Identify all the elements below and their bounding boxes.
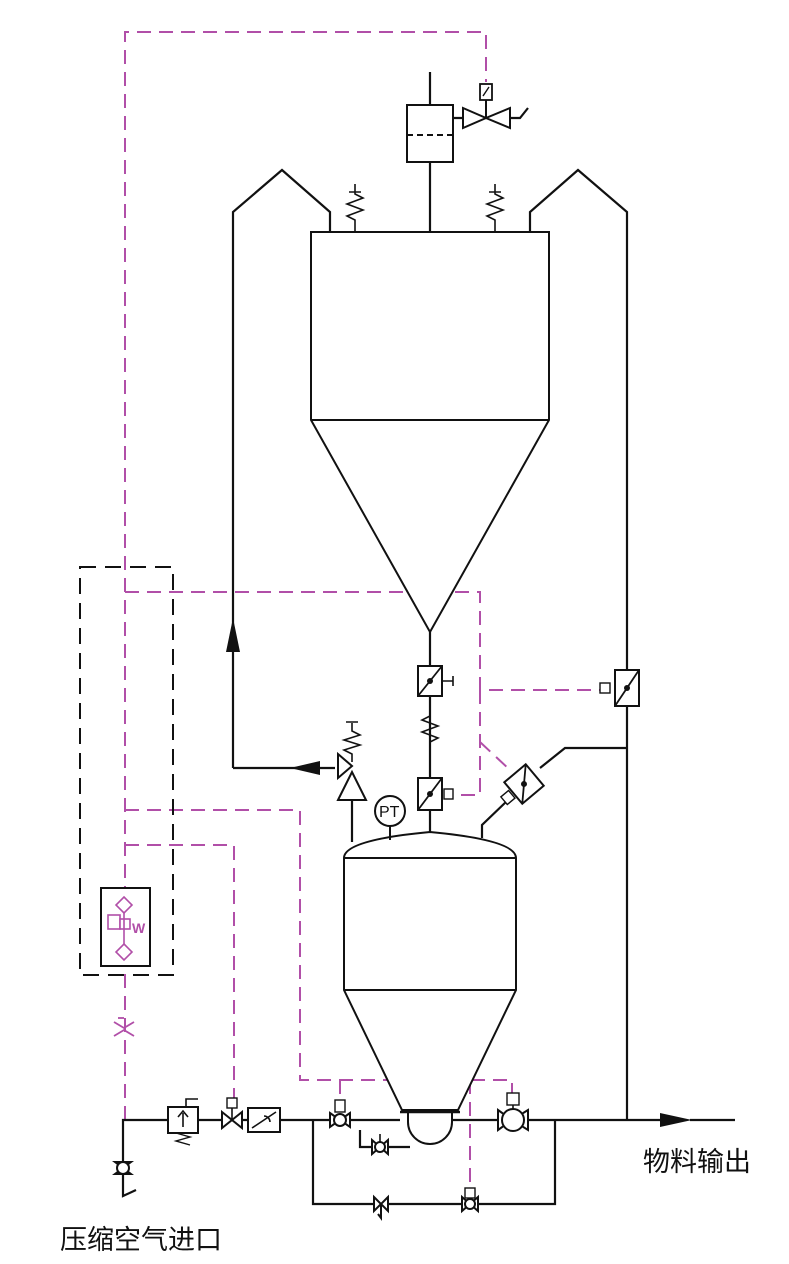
filter-regulator-icon: W: [100, 887, 151, 967]
bypass-line: [311, 1120, 557, 1206]
silo: [310, 231, 550, 635]
signal-line-outlet-valve: [125, 809, 513, 1100]
outlet-arrow-icon: [660, 1113, 692, 1127]
process-pipes: [121, 72, 660, 1206]
butterfly-valve-right-icon: [599, 669, 640, 707]
relief-arrow-icon: [290, 761, 320, 775]
filter-regulator-label: W: [132, 920, 146, 936]
butterfly-valve-upper-icon: [417, 665, 454, 697]
pressure-transmitter-icon: PT: [374, 795, 406, 840]
return-pipe-left: [231, 168, 332, 768]
bypass-pneumatic-valve-icon: [461, 1187, 479, 1214]
spring-left-icon: [344, 184, 366, 232]
mixing-nozzle-icon: [400, 1110, 460, 1145]
air-inlet-stub: [121, 1180, 137, 1198]
expansion-joint-icon: [419, 710, 441, 748]
ball-valve-vessel-inlet-icon: [329, 1099, 351, 1129]
top-actuator-icon: [406, 104, 454, 163]
spring-right-icon: [484, 184, 506, 232]
bypass-manual-valve-icon: [373, 1194, 389, 1221]
pressure-vessel: [343, 830, 517, 1111]
flow-meter-icon: [247, 1107, 281, 1133]
vent-pipe-right: [528, 168, 629, 1120]
signal-line-upper-valve: [125, 591, 604, 691]
ball-valve-branch-icon: [371, 1134, 389, 1157]
solenoid-valve-icon: [462, 83, 511, 130]
signal-line-lower-valve: [452, 690, 481, 796]
signal-line-vent-valve: [479, 741, 511, 771]
pressure-reducing-valve-icon: [167, 1098, 199, 1146]
return-arrow-icon: [226, 618, 240, 652]
air-supply-valve-icon: [221, 1097, 243, 1131]
air-inlet-label: 压缩空气进口: [60, 1225, 222, 1256]
signal-line-top: [124, 31, 487, 1120]
signal-lines: [124, 31, 604, 1200]
branch-line: [358, 1130, 410, 1149]
vent-valve-pipe: [539, 746, 627, 769]
top-solenoid-pipe: [453, 107, 529, 120]
signal-line-air-valve: [125, 844, 235, 1100]
pressure-transmitter-label: PT: [379, 804, 400, 821]
main-conveying-line: [121, 1118, 660, 1180]
material-outlet-label: 物料输出: [643, 1147, 751, 1178]
vent-valve-pipe-lower: [480, 799, 509, 838]
ball-valve-outlet-icon: [497, 1092, 529, 1132]
safety-valve-icon: [336, 721, 368, 801]
vent-valve-icon: [499, 762, 546, 806]
check-valve-icon: [113, 1017, 135, 1037]
ball-valve-inlet-icon: [112, 1161, 134, 1175]
butterfly-valve-lower-icon: [417, 777, 454, 811]
